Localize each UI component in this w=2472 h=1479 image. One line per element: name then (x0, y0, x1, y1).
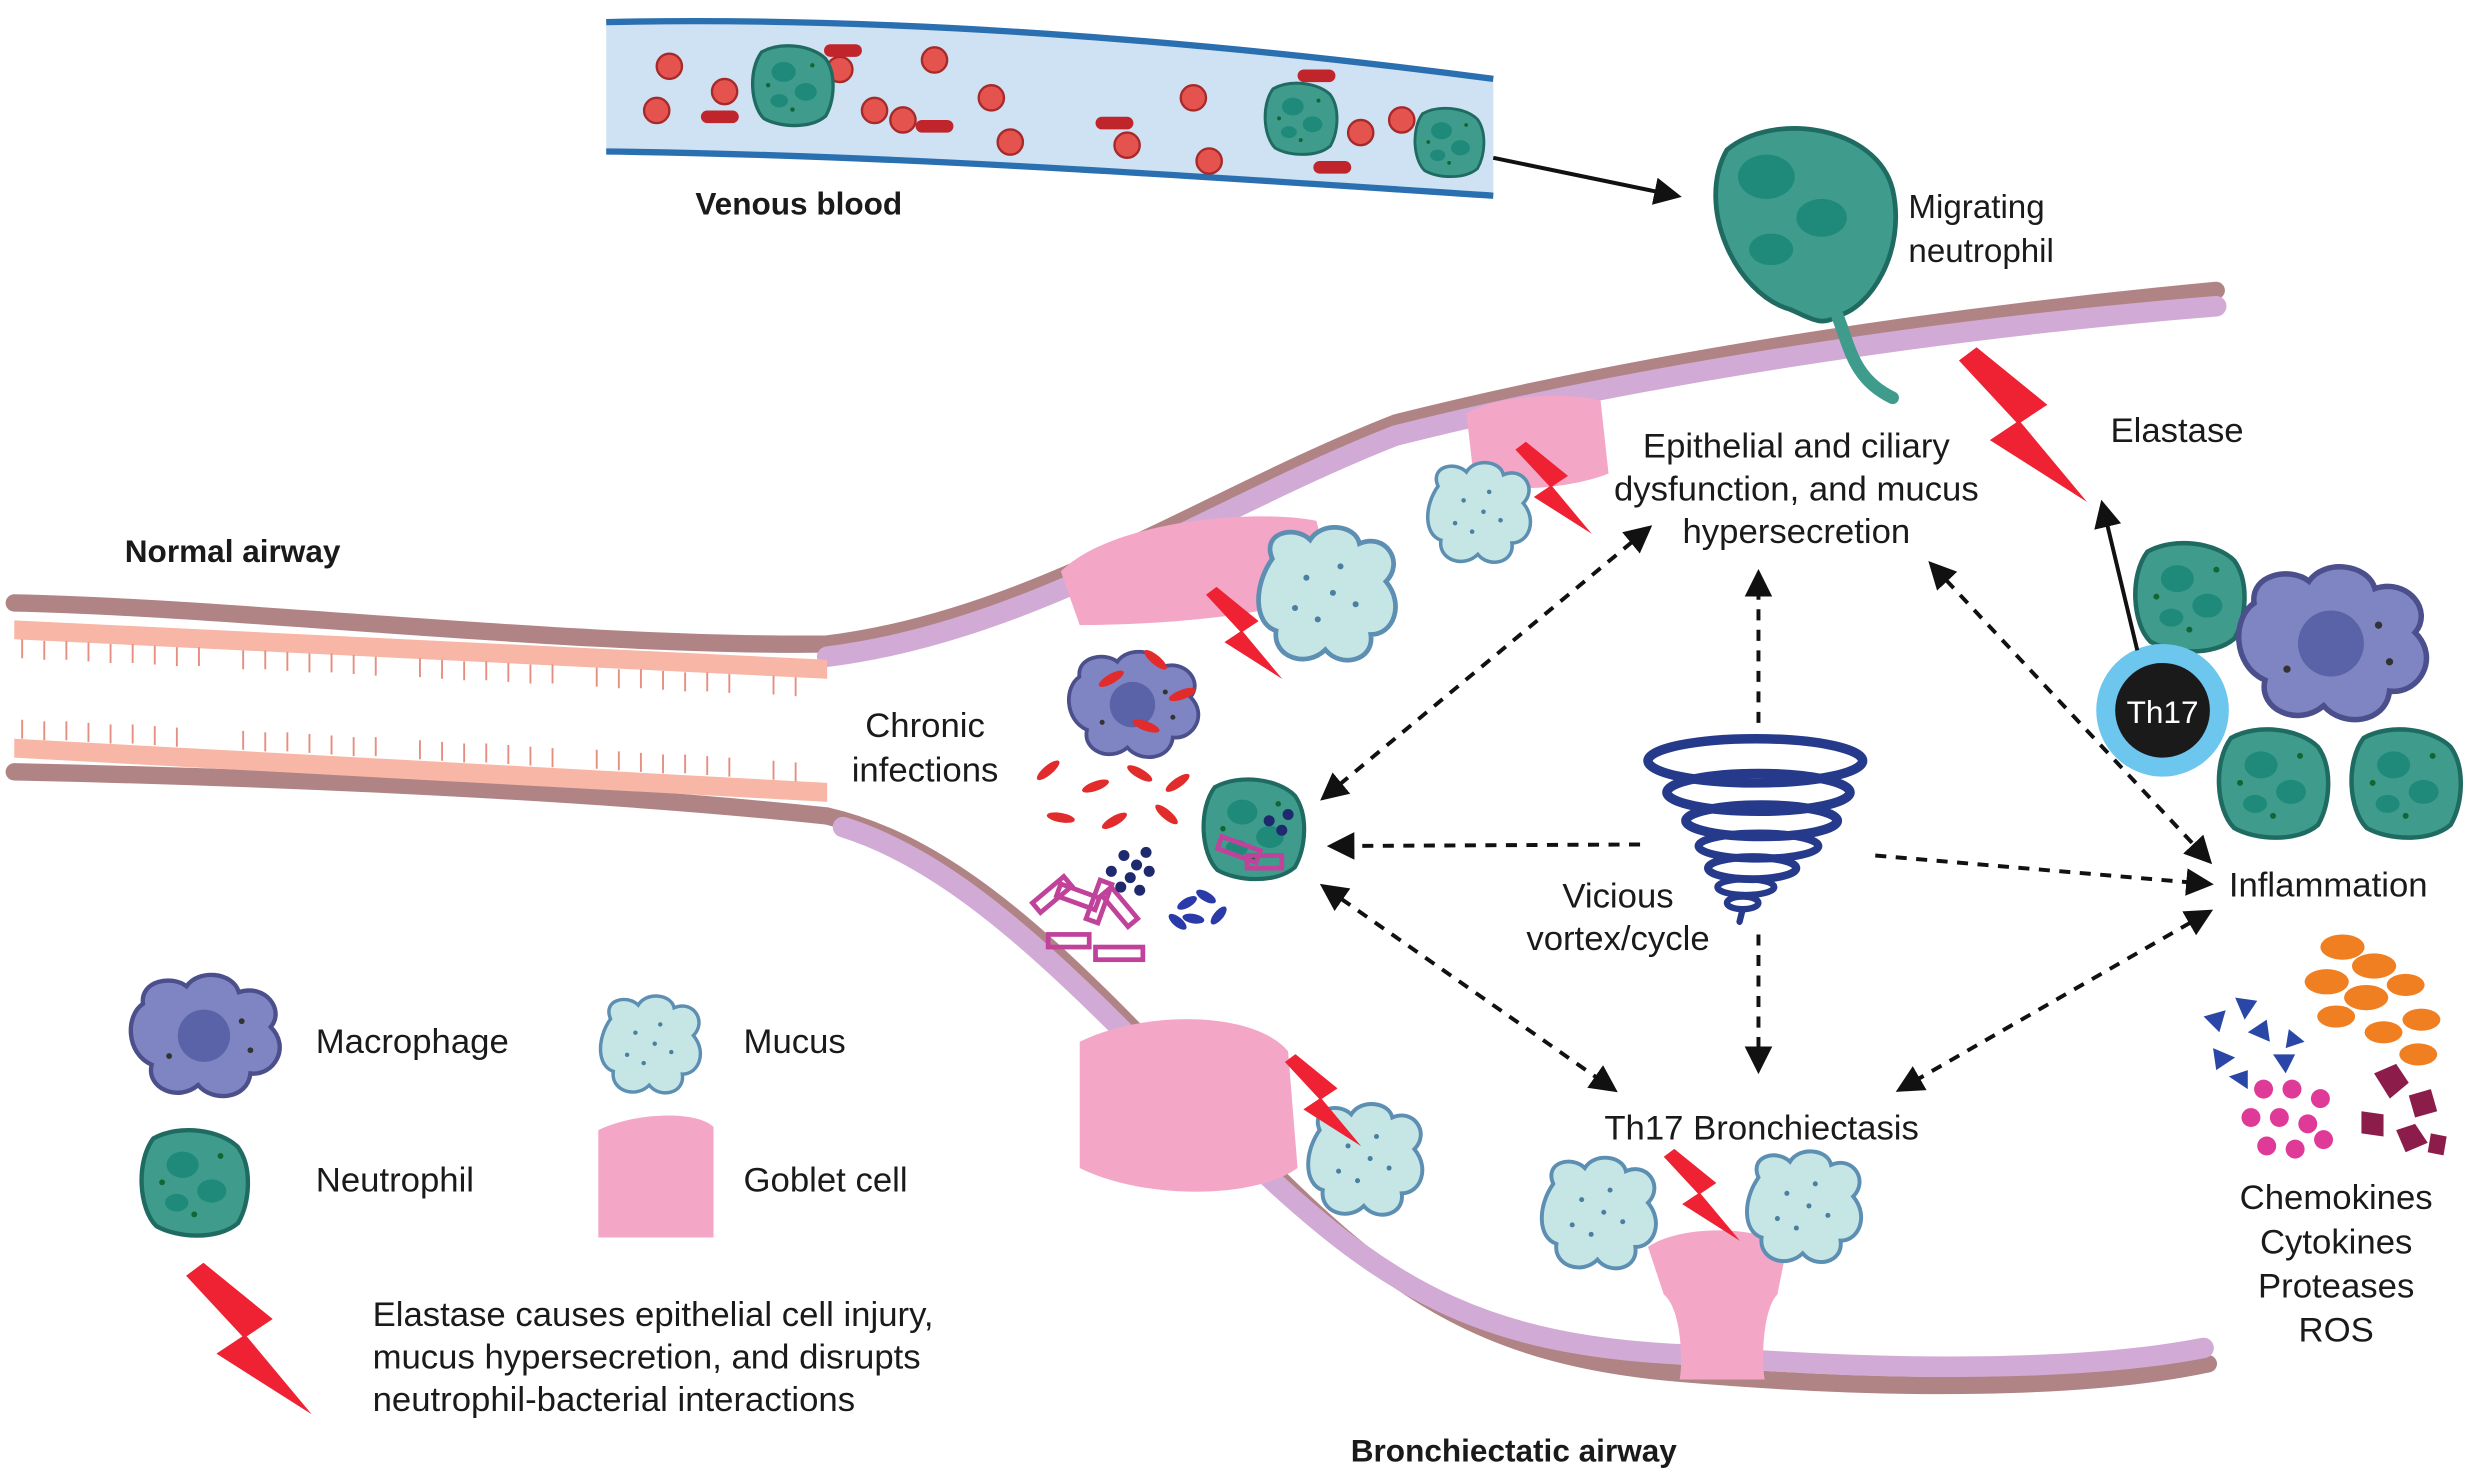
epithelial-label-2: dysfunction, and mucus (1614, 470, 1979, 508)
venous-blood-vessel (606, 17, 1494, 199)
chronic-infection-cluster (1029, 649, 1304, 963)
legend-macrophage-icon (131, 975, 280, 1096)
vicious-label-1: Vicious (1562, 878, 1673, 916)
inflammatory-cell-cluster (2096, 543, 2461, 837)
migrating-neutrophil (1713, 126, 1899, 405)
migrating-neutrophil-label-2: neutrophil (1908, 233, 2054, 270)
mucus-icon (1425, 460, 1533, 565)
mediator-cytokines: Cytokines (2260, 1223, 2412, 1261)
cycle-arrows (1319, 499, 2214, 1093)
chronic-infections-label-1: Chronic (865, 707, 985, 745)
vicious-label-2: vortex/cycle (1526, 920, 1709, 958)
mediator-ros: ROS (2299, 1312, 2374, 1350)
elastase-label: Elastase (2110, 412, 2243, 450)
ciliated-epithelium (14, 620, 828, 802)
migrating-neutrophil-label-1: Migrating (1908, 189, 2044, 226)
inflammation-label: Inflammation (2229, 867, 2428, 905)
mediator-chemokines: Chemokines (2240, 1179, 2433, 1217)
legend-neutrophil-label: Neutrophil (316, 1162, 474, 1200)
bronchiectatic-airway-label: Bronchiectatic airway (1351, 1433, 1678, 1469)
mucus-icon (1539, 1155, 1658, 1271)
legend-elastase-note-3: neutrophil-bacterial interactions (373, 1381, 855, 1419)
vortex-icon (1643, 733, 1868, 925)
mediator-icons (2203, 934, 2447, 1159)
mediator-proteases: Proteases (2258, 1267, 2414, 1305)
legend-elastase-note-2: mucus hypersecretion, and disrupts (373, 1339, 921, 1377)
epithelial-label-3: hypersecretion (1682, 513, 1910, 551)
normal-airway-label: Normal airway (125, 533, 341, 569)
legend-elastase-icon (186, 1262, 312, 1415)
chronic-infections-label-2: infections (852, 751, 999, 789)
legend-mucus-label: Mucus (744, 1023, 846, 1061)
legend-neutrophil-icon (142, 1130, 248, 1235)
venous-blood-label: Venous blood (695, 186, 902, 222)
elastase-bolt-icon (1663, 1148, 1741, 1241)
epithelial-label-1: Epithelial and ciliary (1643, 428, 1950, 466)
goblet-cells-wall (1060, 395, 1787, 1380)
mucus-icon (1259, 527, 1396, 660)
migration-arrow (1492, 155, 1682, 205)
th17-bronchiectasis-label: Th17 Bronchiectasis (1604, 1110, 1919, 1148)
legend-elastase-note-1: Elastase causes epithelial cell injury, (373, 1296, 934, 1334)
legend-mucus-icon (598, 994, 703, 1095)
mucus-icon (1745, 1149, 1864, 1265)
th17-badge-label: Th17 (2127, 694, 2199, 730)
legend-goblet-icon (598, 1115, 714, 1238)
legend: Macrophage Mucus Neutrophil Goblet cell … (131, 975, 934, 1419)
legend-goblet-label: Goblet cell (744, 1162, 908, 1200)
legend-macrophage-label: Macrophage (316, 1023, 509, 1061)
